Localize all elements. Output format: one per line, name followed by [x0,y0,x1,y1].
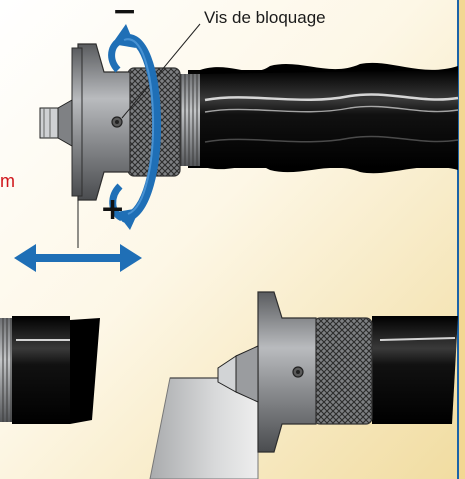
callout-leader [121,23,201,119]
locking-screw-label: Vis de bloquage [204,8,326,27]
minus-sign: − [112,0,138,29]
curved-double-arrow-icon [108,24,162,230]
bottom-tool-assembly [149,291,458,479]
top-tool-assembly [39,43,459,201]
red-text-fragment: m [0,171,15,191]
plus-sign: + [100,192,126,227]
side-panel [458,0,465,479]
bottom-left-tool-fragment [0,316,100,424]
horizontal-double-arrow-icon [14,200,142,272]
